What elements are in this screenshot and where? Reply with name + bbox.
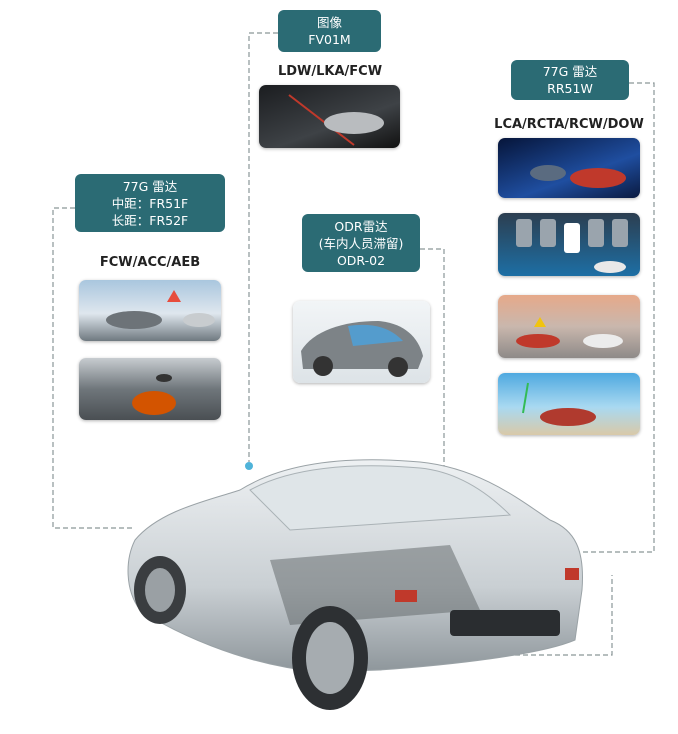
front-camera-functions: LDW/LKA/FCW: [277, 64, 383, 79]
rcta-image: [498, 213, 640, 276]
box-line: (车内人员滞留): [318, 235, 404, 251]
camera-connector: [248, 32, 278, 462]
box-line: 长距：FR52F: [111, 212, 189, 228]
front-radar-box: 77G 雷达 中距：FR51F 长距：FR52F: [75, 174, 225, 232]
front-radar-functions: FCW/ACC/AEB: [99, 255, 201, 270]
box-line: 图像: [316, 15, 342, 30]
box-line: 77G 雷达: [122, 178, 178, 194]
rear-radar-functions: LCA/RCTA/RCW/DOW: [494, 117, 644, 132]
box-line: 77G 雷达: [542, 64, 598, 79]
box-line: ODR雷达: [334, 218, 388, 234]
aeb-image: [79, 280, 221, 341]
front-camera-box: 图像 FV01M: [278, 10, 381, 52]
rear-radar-box: 77G 雷达 RR51W: [511, 60, 629, 100]
odr-image: [293, 301, 430, 383]
rear-plate: [450, 610, 560, 636]
box-line: RR51W: [547, 81, 593, 96]
odr-radar-box: ODR雷达 (车内人员滞留) ODR-02: [302, 214, 420, 272]
dow-image: [498, 373, 640, 435]
lca-image: [498, 138, 640, 198]
transparent-car-illustration: [127, 459, 584, 710]
box-line: ODR-02: [336, 252, 386, 268]
odr-connector: [420, 248, 445, 466]
box-line: 中距：FR51F: [111, 195, 189, 211]
front-radar-connector: [52, 207, 132, 529]
rcw-image: [498, 295, 640, 358]
acc-image: [79, 358, 221, 420]
lane-departure-image: [259, 85, 400, 148]
box-line: FV01M: [308, 32, 351, 47]
